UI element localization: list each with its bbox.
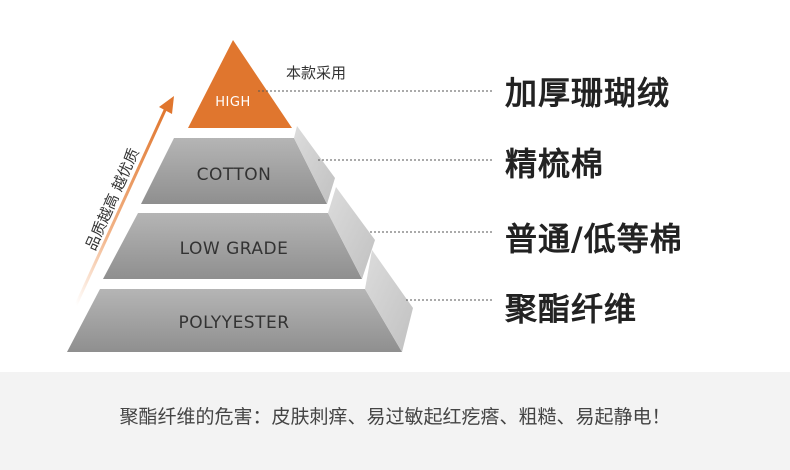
material-polyester: 聚酯纤维 [505, 290, 638, 328]
material-combed-cotton: 精梳棉 [505, 145, 605, 183]
tier-low-grade [103, 187, 375, 279]
warning-text: 聚酯纤维的危害：皮肤刺痒、易过敏起红疙瘩、粗糙、易起静电！ [119, 406, 671, 428]
tier-polyester [67, 250, 413, 352]
warning-banner-bg [0, 372, 790, 470]
tier-high [188, 40, 292, 128]
tier-cotton [141, 126, 335, 204]
tier-label-cotton: COTTON [196, 165, 272, 185]
material-low-cotton: 普通/低等棉 [505, 220, 683, 258]
tagline: 本款采用 [286, 64, 347, 82]
material-coral-fleece: 加厚珊瑚绒 [505, 74, 671, 112]
quality-arrow [74, 96, 174, 306]
leader-lines [258, 90, 492, 301]
tier-label-polyester: POLYYESTER [178, 313, 290, 333]
tier-label-high: HIGH [215, 95, 251, 110]
tier-label-low-grade: LOW GRADE [179, 239, 289, 259]
